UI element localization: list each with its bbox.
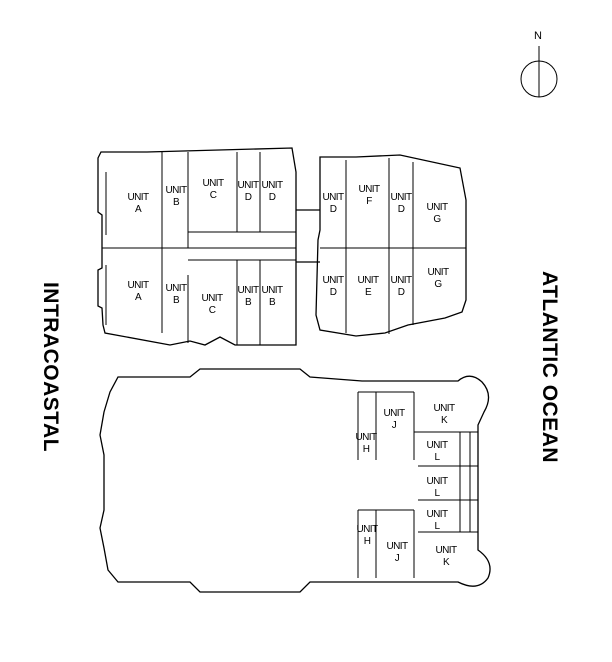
unit-b-top: UNIT B (166, 185, 188, 208)
unit-label: UNIT (359, 184, 380, 195)
unit-letter: C (210, 190, 217, 201)
unit-letter: D (269, 192, 276, 203)
unit-c-top: UNIT C (203, 178, 225, 201)
unit-letter: D (330, 287, 337, 298)
unit-label: UNIT (428, 267, 449, 278)
unit-letter: E (365, 287, 372, 298)
unit-h-bottom: UNIT H (357, 524, 379, 547)
unit-d-east-4: UNIT D (391, 275, 413, 298)
north-arrow-icon (520, 46, 558, 98)
unit-j-bottom: UNIT J (387, 541, 409, 564)
east-wing-outline (315, 154, 467, 337)
west-wing-outline (97, 147, 297, 346)
unit-c-bottom: UNIT C (202, 293, 224, 316)
atlantic-ocean-label: ATLANTIC OCEAN (538, 270, 561, 464)
unit-label: UNIT (391, 192, 412, 203)
unit-l-3: UNIT L (427, 509, 449, 532)
unit-letter: L (435, 521, 441, 532)
unit-label: UNIT (427, 476, 448, 487)
unit-label: UNIT (358, 275, 379, 286)
unit-letter: D (330, 204, 337, 215)
unit-b-bottom-3: UNIT B (262, 285, 284, 308)
unit-l-2: UNIT L (427, 476, 449, 499)
unit-e: UNIT E (358, 275, 380, 298)
unit-d-top-1: UNIT D (238, 180, 260, 203)
unit-letter: B (173, 295, 180, 306)
unit-letter: K (441, 415, 448, 426)
unit-d-top-2: UNIT D (262, 180, 284, 203)
unit-label: UNIT (202, 293, 223, 304)
unit-letter: L (435, 488, 441, 499)
unit-letter: D (398, 287, 405, 298)
unit-j-top: UNIT J (384, 408, 406, 431)
unit-h-top: UNIT H (356, 432, 378, 455)
unit-b-bottom-2: UNIT B (238, 285, 260, 308)
corridor-connector (296, 209, 320, 263)
unit-letter: L (435, 452, 441, 463)
unit-label: UNIT (262, 285, 283, 296)
unit-d-east-2: UNIT D (391, 192, 413, 215)
unit-label: UNIT (203, 178, 224, 189)
unit-label: UNIT (238, 285, 259, 296)
unit-f: UNIT F (359, 184, 381, 207)
unit-letter: H (363, 444, 370, 455)
unit-d-east-3: UNIT D (323, 275, 345, 298)
unit-label: UNIT (166, 283, 187, 294)
unit-a-top: UNIT A (128, 192, 150, 215)
unit-letter: A (135, 292, 142, 303)
unit-g-bottom: UNIT G (428, 267, 450, 290)
unit-g-top: UNIT G (427, 202, 449, 225)
unit-label: UNIT (357, 524, 378, 535)
unit-label: UNIT (384, 408, 405, 419)
unit-k-top: UNIT K (434, 403, 456, 426)
unit-letter: G (433, 214, 441, 225)
unit-letter: J (395, 553, 400, 564)
intracoastal-label: INTRACOASTAL (39, 281, 62, 453)
unit-letter: A (135, 204, 142, 215)
unit-label: UNIT (323, 192, 344, 203)
unit-label: UNIT (387, 541, 408, 552)
unit-b-bottom: UNIT B (166, 283, 188, 306)
unit-letter: F (366, 196, 372, 207)
unit-label: UNIT (128, 192, 149, 203)
unit-a-bottom: UNIT A (128, 280, 150, 303)
unit-letter: D (245, 192, 252, 203)
unit-letter: K (443, 557, 450, 568)
unit-letter: B (245, 297, 252, 308)
unit-letter: J (392, 420, 397, 431)
unit-label: UNIT (166, 185, 187, 196)
unit-label: UNIT (436, 545, 457, 556)
unit-d-east-1: UNIT D (323, 192, 345, 215)
unit-label: UNIT (434, 403, 455, 414)
unit-label: UNIT (238, 180, 259, 191)
unit-letter: B (173, 197, 180, 208)
unit-letter: C (209, 305, 216, 316)
unit-letter: B (269, 297, 276, 308)
unit-letter: H (364, 536, 371, 547)
unit-label: UNIT (262, 180, 283, 191)
unit-letter: D (398, 204, 405, 215)
unit-label: UNIT (356, 432, 377, 443)
unit-letter: G (434, 279, 442, 290)
north-label: N (534, 30, 542, 42)
lower-building-outline (99, 368, 491, 593)
unit-k-bottom: UNIT K (436, 545, 458, 568)
unit-label: UNIT (391, 275, 412, 286)
unit-label: UNIT (128, 280, 149, 291)
unit-l-1: UNIT L (427, 440, 449, 463)
unit-label: UNIT (427, 202, 448, 213)
unit-label: UNIT (427, 509, 448, 520)
unit-label: UNIT (427, 440, 448, 451)
unit-label: UNIT (323, 275, 344, 286)
